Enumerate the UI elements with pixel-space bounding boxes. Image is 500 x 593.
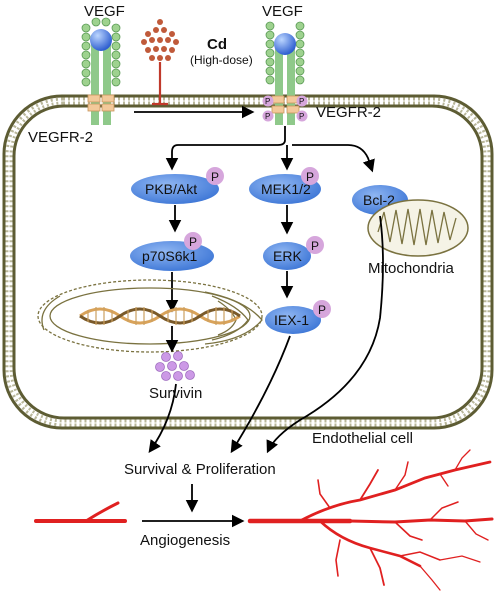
svg-text:P: P <box>265 97 270 106</box>
svg-text:P: P <box>265 112 270 121</box>
arrow-iex1-to-survival <box>230 335 291 454</box>
receptor-right: P P P P <box>262 21 308 125</box>
erk-phospho <box>306 236 324 254</box>
svg-text:P: P <box>318 303 326 317</box>
cd-label: Cd <box>207 36 227 53</box>
angiogenesis-label: Angiogenesis <box>140 532 230 549</box>
node-erk <box>263 242 311 270</box>
mitochondria-label: Mitochondria <box>368 260 455 277</box>
mitochondrion <box>367 199 469 257</box>
dna-helix <box>79 307 241 325</box>
cadmium-particles <box>141 19 179 61</box>
pkb-phospho <box>206 167 224 185</box>
pkb-akt-label: PKB/Akt <box>145 181 197 197</box>
receptor-left <box>81 17 121 125</box>
node-iex1 <box>265 306 321 334</box>
cadmium-inhibition-line <box>152 62 168 106</box>
vegfr2-label-left: VEGFR-2 <box>28 129 93 146</box>
erk-label: ERK <box>273 248 302 264</box>
p70s6k1-label: p70S6k1 <box>142 248 197 264</box>
svg-text:P: P <box>299 112 304 121</box>
svg-text:P: P <box>306 170 314 184</box>
iex1-label: IEX-1 <box>274 312 309 328</box>
receptor-phospho-sites: P P P P <box>262 95 308 122</box>
arrow-bcl2-to-survival <box>266 215 384 454</box>
mek-phospho <box>301 167 319 185</box>
vegf-ligand-bound <box>274 33 296 55</box>
vessel-before <box>34 501 127 523</box>
svg-text:P: P <box>189 235 197 249</box>
mek12-label: MEK1/2 <box>261 181 311 197</box>
survivin-particles <box>155 351 195 381</box>
svg-text:P: P <box>299 97 304 106</box>
svg-text:P: P <box>211 170 219 184</box>
iex1-phospho <box>313 300 331 318</box>
vessel-after <box>247 449 494 591</box>
node-pkb-akt <box>131 174 219 204</box>
bcl2-label: Bcl-2 <box>363 192 395 208</box>
vegf-ligand-unbound <box>90 29 112 51</box>
survival-proliferation-label: Survival & Proliferation <box>124 461 276 478</box>
cd-dose-label: (High-dose) <box>190 53 253 67</box>
survivin-label: Survivin <box>149 385 202 402</box>
svg-text:P: P <box>311 239 319 253</box>
vegfr2-label-right: VEGFR-2 <box>316 104 381 121</box>
endothelial-cell-label: Endothelial cell <box>312 430 413 447</box>
arrow-to-pkb <box>165 126 286 171</box>
nucleus-er <box>37 279 263 353</box>
vegf-label-right: VEGF <box>262 3 303 20</box>
arrow-survivin-to-survival <box>148 383 177 454</box>
vegf-label-left: VEGF <box>84 3 125 20</box>
arrow-to-bcl2 <box>292 144 375 173</box>
p70-phospho <box>184 232 202 250</box>
